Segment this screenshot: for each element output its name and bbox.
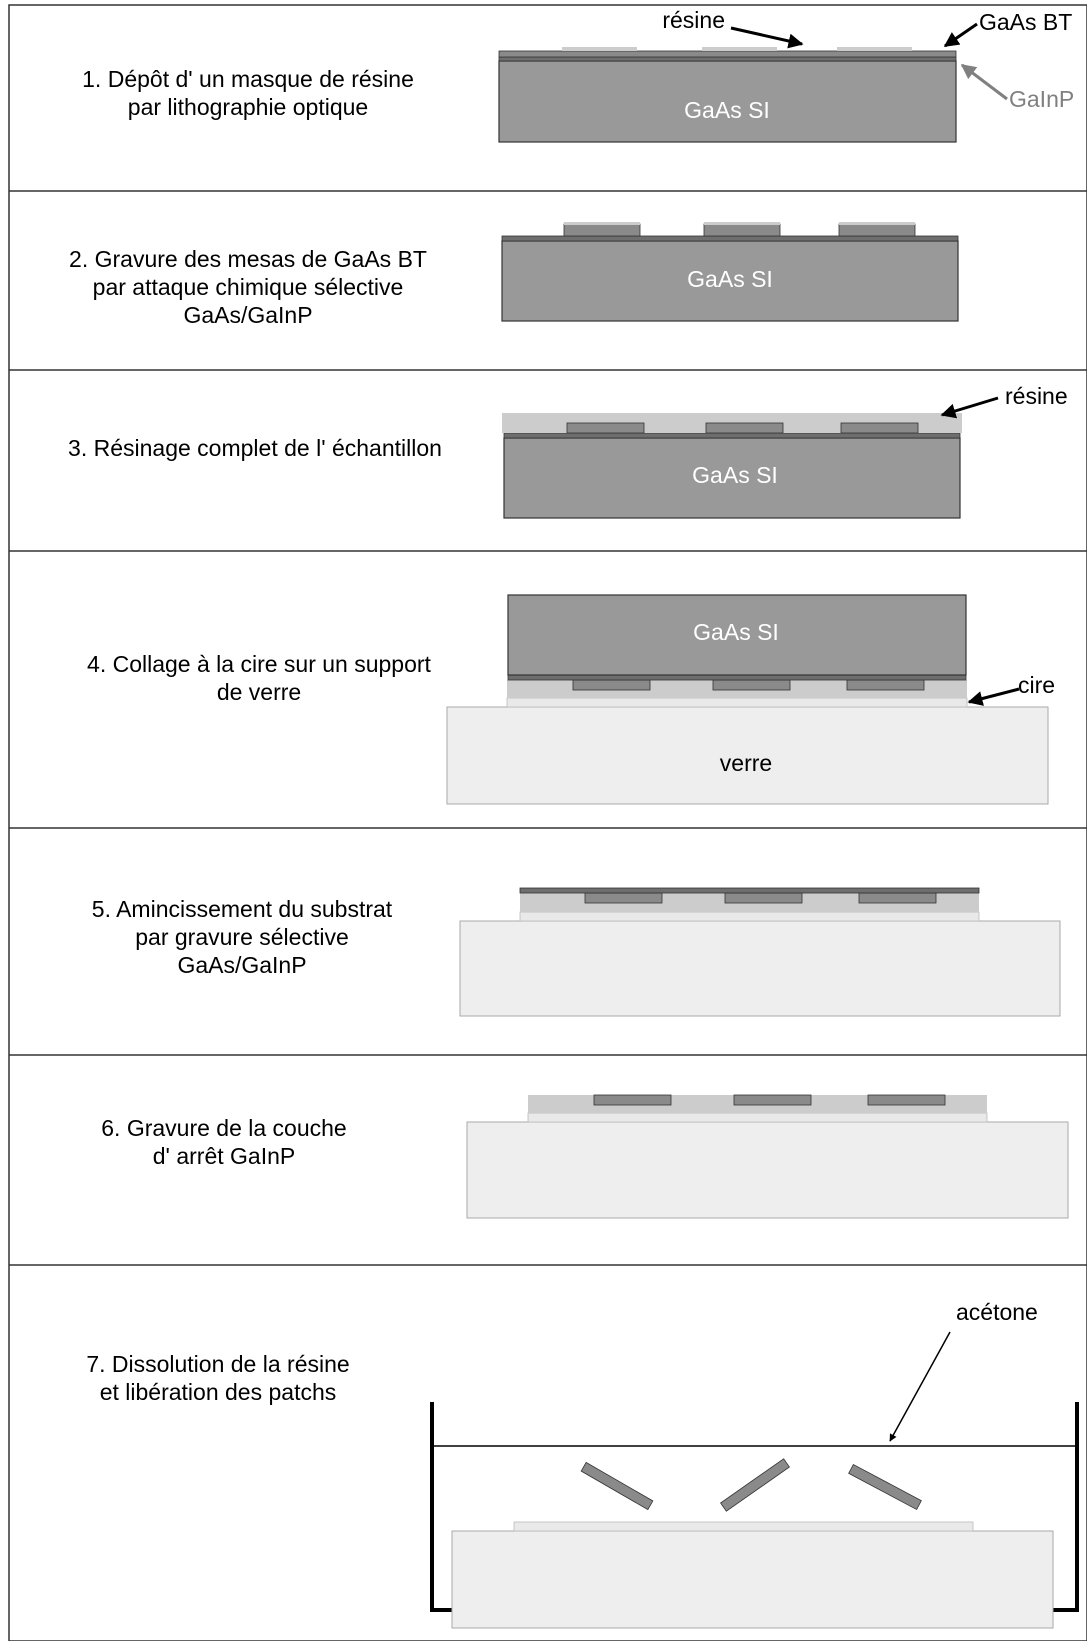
- gaas-bt-mesa-2: [705, 422, 784, 434]
- resin-mask-2: [702, 47, 777, 51]
- glass-support: [451, 1530, 1054, 1629]
- step-6-caption-line-1: 6. Gravure de la couche: [101, 1115, 346, 1141]
- step-3-drawing: GaAs SI résine: [502, 383, 1068, 519]
- step-7-caption-line-1: 7. Dissolution de la résine: [86, 1351, 349, 1377]
- resine-arrow: [730, 26, 804, 49]
- resin-cap-3: [839, 222, 915, 225]
- gainp-layer: [503, 432, 961, 439]
- step-captions: 1. Dépôt d' un masque de résine par lith…: [68, 66, 442, 1405]
- verre-label: verre: [720, 750, 772, 776]
- resin-mask-3: [837, 47, 912, 51]
- cire-label: cire: [1018, 672, 1055, 698]
- gaas-si-substrate: [498, 60, 957, 143]
- gaas-si-label: GaAs SI: [687, 266, 773, 292]
- gaas-bt-mesa-3: [846, 679, 925, 691]
- step-7-drawing: acétone: [430, 1299, 1079, 1629]
- gaas-bt-mesa-3: [867, 1094, 946, 1106]
- resin-cap-2: [704, 222, 780, 225]
- gainp-layer: [519, 887, 980, 894]
- released-patch-1: [580, 1461, 654, 1511]
- step-4-caption-line-1: 4. Collage à la cire sur un support: [87, 651, 432, 677]
- gaas-bt-arrow: [943, 22, 978, 48]
- acetone-arrow: [889, 1331, 951, 1442]
- resin-mask-1: [562, 47, 637, 51]
- gaas-bt-mesa-3: [840, 422, 919, 434]
- resin-cap-1: [564, 222, 640, 225]
- wax-layer: [519, 911, 980, 922]
- glass-support: [459, 920, 1061, 1017]
- step-2-drawing: GaAs SI: [501, 222, 959, 322]
- cire-arrow: [967, 687, 1020, 706]
- gainp-label: GaInP: [1009, 86, 1074, 112]
- step-2-caption-line-1: 2. Gravure des mesas de GaAs BT: [69, 246, 427, 272]
- gainp-layer: [498, 56, 957, 62]
- step-6-caption-line-2: d' arrêt GaInP: [153, 1143, 295, 1169]
- gaas-bt-mesa-2: [733, 1094, 812, 1106]
- step-5-drawing: [459, 887, 1061, 1017]
- released-patch-2: [720, 1458, 790, 1512]
- gaas-si-substrate: [503, 437, 961, 519]
- gaas-bt-label: GaAs BT: [979, 9, 1072, 35]
- gainp-layer: [507, 674, 967, 681]
- gainp-layer: [501, 235, 959, 242]
- glass-support: [466, 1121, 1069, 1219]
- resine-label: résine: [1005, 383, 1068, 409]
- gaas-bt-mesa-2: [724, 892, 803, 904]
- gaas-si-substrate: [501, 240, 959, 322]
- resine-label: résine: [662, 7, 725, 33]
- gaas-bt-mesa-1: [566, 422, 645, 434]
- gaas-si-label: GaAs SI: [693, 619, 779, 645]
- step-5-caption-line-1: 5. Amincissement du substrat: [92, 896, 393, 922]
- wax-layer: [506, 697, 968, 708]
- gaas-bt-mesa-2: [703, 223, 781, 237]
- wax-layer: [527, 1112, 988, 1123]
- step-1-caption-line-1: 1. Dépôt d' un masque de résine: [82, 66, 414, 92]
- step-2-caption-line-3: GaAs/GaInP: [183, 302, 312, 328]
- resine-arrow: [940, 396, 999, 419]
- gaas-bt-mesa-3: [858, 892, 937, 904]
- wax-layer: [513, 1521, 974, 1532]
- gaas-bt-mesa-1: [584, 892, 663, 904]
- gaas-bt-mesa-1: [593, 1094, 672, 1106]
- step-1-drawing: GaAs SI résine GaAs BT GaInP: [498, 7, 1074, 143]
- step-6-drawing: [466, 1094, 1069, 1219]
- gaas-bt-mesa-2: [712, 679, 791, 691]
- step-2-caption-line-2: par attaque chimique sélective: [93, 274, 404, 300]
- step-3-caption-line-1: 3. Résinage complet de l' échantillon: [68, 435, 442, 461]
- step-4-drawing: GaAs SI verre cire: [446, 594, 1055, 805]
- step-5-caption-line-2: par gravure sélective: [135, 924, 349, 950]
- acetone-label: acétone: [956, 1299, 1038, 1325]
- gaas-si-substrate: [507, 594, 967, 676]
- gaas-si-label: GaAs SI: [692, 462, 778, 488]
- step-5-caption-line-3: GaAs/GaInP: [177, 952, 306, 978]
- gainp-arrow: [960, 63, 1008, 101]
- step-4-caption-line-2: de verre: [217, 679, 301, 705]
- glass-support: [446, 706, 1049, 805]
- gaas-si-label: GaAs SI: [684, 97, 770, 123]
- released-patch-3: [848, 1463, 922, 1511]
- step-1-caption-line-2: par lithographie optique: [128, 94, 368, 120]
- step-7-caption-line-2: et libération des patchs: [100, 1379, 337, 1405]
- gaas-bt-mesa-1: [572, 679, 651, 691]
- gaas-bt-layer: [498, 50, 957, 58]
- gaas-bt-mesa-3: [838, 223, 916, 237]
- gaas-bt-mesa-1: [563, 223, 641, 237]
